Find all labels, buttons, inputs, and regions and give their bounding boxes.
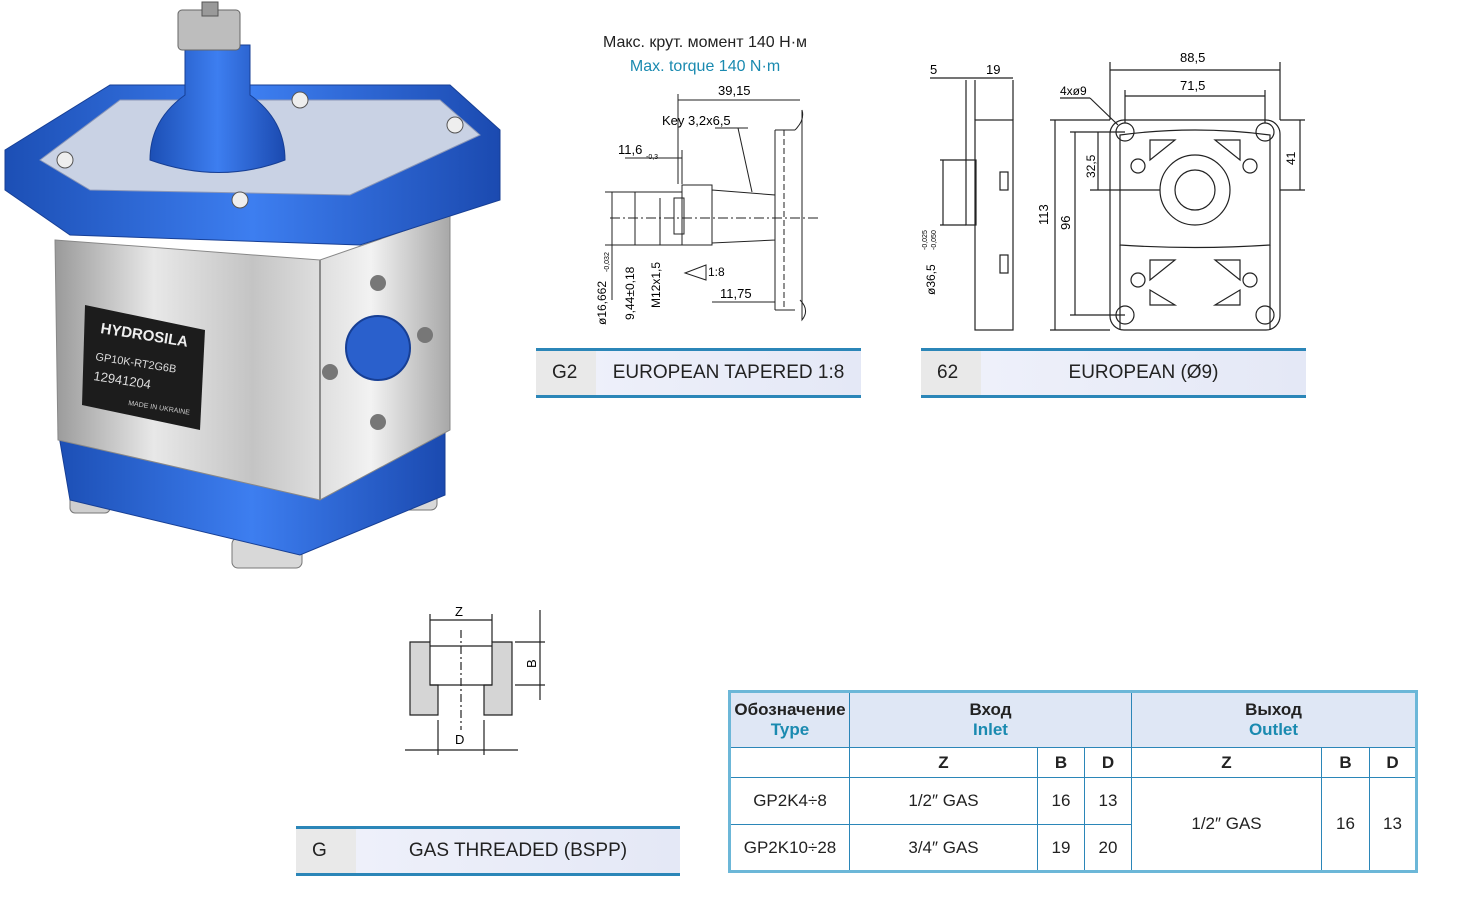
subheader-outlet-b: B bbox=[1321, 747, 1370, 778]
header-inlet-ru: Вход bbox=[969, 700, 1012, 719]
taper-ratio: 1:8 bbox=[708, 265, 725, 279]
torque-title-en: Max. torque 140 N·m bbox=[629, 58, 781, 75]
outlet-z: 1/2″ GAS bbox=[1131, 777, 1322, 872]
shaft-type-label: EUROPEAN TAPERED 1:8 bbox=[612, 362, 845, 383]
subheader-outlet-z: Z bbox=[1131, 747, 1322, 778]
shaft-drawing: 39,15 Key 3,2x6,5 11,6 -0,3 ø16,662 -0,0… bbox=[595, 83, 820, 325]
holes-label: 4xø9 bbox=[1060, 84, 1087, 98]
dim-36-5-tol-top: -0,025 bbox=[922, 230, 929, 250]
dim-36-5-tol-bot: -0,050 bbox=[931, 230, 938, 250]
shaft-type-band: G2 EUROPEAN TAPERED 1:8 bbox=[536, 348, 861, 398]
subheader-outlet-d: D bbox=[1369, 747, 1417, 778]
flange-type-band: 62 EUROPEAN (Ø9) bbox=[921, 348, 1306, 398]
row-type: GP2K10÷28 bbox=[729, 824, 850, 872]
dim-19: 19 bbox=[986, 62, 1000, 77]
dim-5: 5 bbox=[930, 62, 937, 77]
subheader-inlet-z: Z bbox=[849, 747, 1038, 778]
header-outlet: Выход Outlet bbox=[1131, 691, 1417, 748]
subheader-inlet-d: D bbox=[1084, 747, 1132, 778]
dim-96: 96 bbox=[1058, 216, 1073, 230]
table-row: GP2K10÷28 3/4″ GAS 19 20 bbox=[729, 824, 1417, 872]
dim-11-75: 11,75 bbox=[720, 286, 752, 301]
port-type-label: GAS THREADED (BSPP) bbox=[408, 840, 628, 861]
port-spec-table: Обозначение Type Вход Inlet Выход Outlet… bbox=[728, 690, 1418, 873]
flange-drawing: 5 19 88,5 71,5 4xø9 32,5 41 113 96 ø36,5… bbox=[922, 50, 1305, 331]
table-row: GP2K4÷8 1/2″ GAS 16 13 1/2″ GAS 16 13 bbox=[729, 777, 1417, 872]
dim-9-44: 9,44±0,18 bbox=[623, 266, 637, 320]
dim-32-5: 32,5 bbox=[1084, 154, 1098, 178]
dim-z: Z bbox=[455, 604, 463, 619]
row-inlet-d: 20 bbox=[1084, 824, 1132, 872]
nameplate: HYDROSILA GP10K-RT2G6B 12941204 MADE IN … bbox=[82, 305, 205, 430]
dim-m12: M12x1,5 bbox=[649, 262, 663, 308]
dim-d: D bbox=[455, 732, 464, 747]
shaft-type-code: G2 bbox=[536, 351, 596, 395]
dim-b: B bbox=[524, 659, 539, 668]
header-type-ru: Обозначение bbox=[734, 700, 846, 719]
dim-16-662: ø16,662 bbox=[595, 281, 609, 325]
row-inlet-d: 13 bbox=[1084, 777, 1132, 825]
port-drawing: Z B D bbox=[405, 604, 545, 755]
key-label: Key 3,2x6,5 bbox=[662, 113, 731, 128]
dim-36-5: ø36,5 bbox=[924, 264, 938, 295]
header-outlet-ru: Выход bbox=[1245, 700, 1302, 719]
outlet-b: 16 bbox=[1321, 777, 1370, 872]
header-type-en: Type bbox=[770, 720, 810, 739]
outlet-d: 13 bbox=[1369, 777, 1417, 872]
dim-88-5: 88,5 bbox=[1180, 50, 1205, 65]
port-cap-icon bbox=[345, 315, 411, 381]
dim-11-6-tol: -0,3 bbox=[646, 154, 658, 161]
header-inlet-en: Inlet bbox=[973, 720, 1008, 739]
flange-type-label: EUROPEAN (Ø9) bbox=[1068, 362, 1219, 383]
header-outlet-en: Outlet bbox=[1248, 720, 1299, 739]
dim-39-15: 39,15 bbox=[718, 83, 751, 98]
pump-photo: HYDROSILA GP10K-RT2G6B 12941204 MADE IN … bbox=[4, 1, 501, 569]
header-type: Обозначение Type bbox=[729, 691, 850, 748]
dim-16-662-tol: -0,032 bbox=[604, 252, 611, 272]
flange-type-code: 62 bbox=[921, 351, 981, 395]
row-inlet-z: 3/4″ GAS bbox=[849, 824, 1038, 872]
port-type-band: G GAS THREADED (BSPP) bbox=[296, 826, 680, 876]
dim-41: 41 bbox=[1284, 151, 1298, 165]
port-type-code: G bbox=[296, 829, 356, 873]
row-inlet-z: 1/2″ GAS bbox=[849, 777, 1038, 825]
torque-title-ru: Макс. крут. момент 140 Н·м bbox=[602, 34, 808, 51]
row-inlet-b: 16 bbox=[1037, 777, 1085, 825]
dim-71-5: 71,5 bbox=[1180, 78, 1205, 93]
row-type: GP2K4÷8 bbox=[729, 777, 850, 825]
header-inlet: Вход Inlet bbox=[849, 691, 1132, 748]
row-inlet-b: 19 bbox=[1037, 824, 1085, 872]
dim-11-6: 11,6 bbox=[618, 142, 642, 157]
dim-113: 113 bbox=[1036, 204, 1051, 225]
subheader-empty bbox=[729, 747, 850, 778]
subheader-inlet-b: B bbox=[1037, 747, 1085, 778]
